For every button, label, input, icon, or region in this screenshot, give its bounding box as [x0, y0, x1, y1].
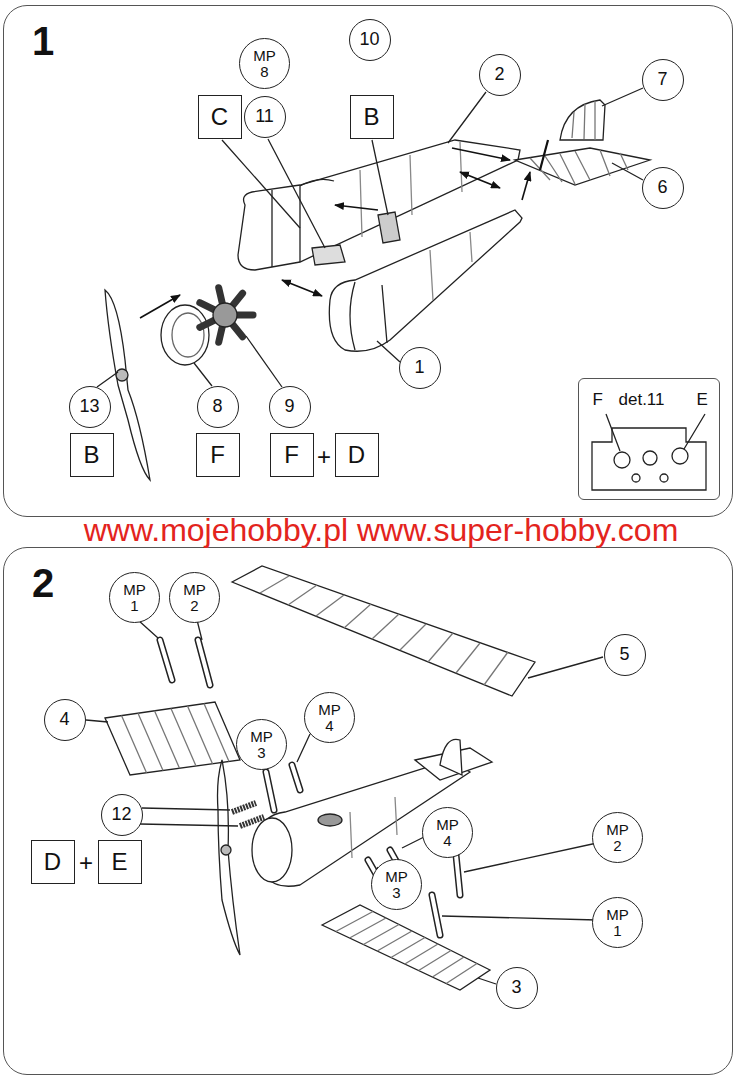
callout-number: 11 — [244, 96, 286, 138]
detail-label: det.11 — [619, 391, 665, 409]
callout-number: 13 — [69, 386, 111, 428]
color-code: F — [210, 442, 225, 467]
callout-number: 12 — [101, 794, 143, 836]
callout-number: 1 — [399, 347, 441, 389]
callout-text: 4 — [59, 710, 69, 729]
detail-label: F — [593, 391, 603, 409]
color-code-box: D — [335, 433, 379, 477]
callout-number: MP 4 — [304, 692, 355, 743]
callout-number: 9 — [269, 386, 311, 428]
color-code: E — [111, 849, 127, 874]
callout-text: 12 — [111, 805, 131, 824]
callout-number: 4 — [44, 699, 86, 741]
detail-inset: Fdet.11 E — [578, 378, 720, 500]
color-code: D — [348, 442, 365, 467]
step-number: 1 — [32, 20, 54, 62]
step-number: 2 — [32, 562, 54, 604]
callout-number: MP 2 — [592, 812, 643, 863]
detail-label: E — [697, 391, 708, 409]
color-code: B — [83, 442, 99, 467]
color-code-box: C — [198, 95, 242, 139]
color-code-box: F — [270, 433, 314, 477]
callout-number: MP 8 — [239, 38, 290, 89]
color-code: D — [44, 849, 61, 874]
callout-number: MP 2 — [169, 572, 220, 623]
callout-text: MP 1 — [121, 582, 149, 614]
callout-text: 10 — [359, 30, 379, 49]
callout-number: 5 — [604, 634, 646, 676]
callout-number: MP 1 — [109, 572, 160, 623]
step-panel: 2 MP 1 MP 2 5 4 MP 3 MP 4 12D E MP 4 MP 2 MP 3 MP 1 3 — [3, 547, 733, 1075]
callout-number: MP 1 — [592, 897, 643, 948]
callout-text: 7 — [657, 70, 667, 89]
callout-text: MP 2 — [181, 582, 209, 614]
callout-text: MP 8 — [251, 48, 279, 80]
callout-text: 8 — [212, 397, 222, 416]
callout-text: MP 3 — [248, 729, 276, 761]
callout-text: MP 4 — [434, 817, 462, 849]
callout-number: 7 — [642, 59, 684, 101]
callout-text: 1 — [414, 358, 424, 377]
callout-text: 9 — [284, 397, 294, 416]
color-code-box: F — [196, 433, 240, 477]
step-panel: 1MP 810C11B27611389BFFDFdet.11E — [3, 5, 733, 517]
watermark: www.mojehobby.pl www.super-hobby.com — [84, 513, 679, 548]
color-code: B — [363, 104, 379, 129]
callout-text: 3 — [511, 978, 521, 997]
callout-number: MP 3 — [236, 719, 287, 770]
callout-number: MP 3 — [371, 859, 422, 910]
color-code-box: B — [70, 433, 114, 477]
callout-text: 5 — [619, 645, 629, 664]
color-code: F — [284, 442, 299, 467]
callout-number: 6 — [642, 167, 684, 209]
callout-text: MP 4 — [316, 702, 344, 734]
callout-number: 10 — [349, 19, 391, 61]
plus-sign: + — [317, 444, 331, 470]
callout-number: MP 4 — [422, 807, 473, 858]
color-code-box: B — [350, 95, 394, 139]
plus-sign: + — [79, 850, 93, 876]
callout-text: 2 — [494, 65, 504, 84]
color-code: C — [211, 104, 228, 129]
callout-text: MP 1 — [604, 907, 632, 939]
callout-number: 3 — [496, 967, 538, 1009]
callout-text: 11 — [255, 107, 274, 126]
callout-text: 13 — [79, 397, 99, 416]
color-code-box: D — [31, 840, 75, 884]
callout-text: MP 3 — [383, 869, 411, 901]
callout-text: 6 — [657, 178, 667, 197]
callout-number: 8 — [197, 386, 239, 428]
callout-text: MP 2 — [604, 822, 632, 854]
callout-number: 2 — [479, 54, 521, 96]
color-code-box: E — [98, 840, 142, 884]
